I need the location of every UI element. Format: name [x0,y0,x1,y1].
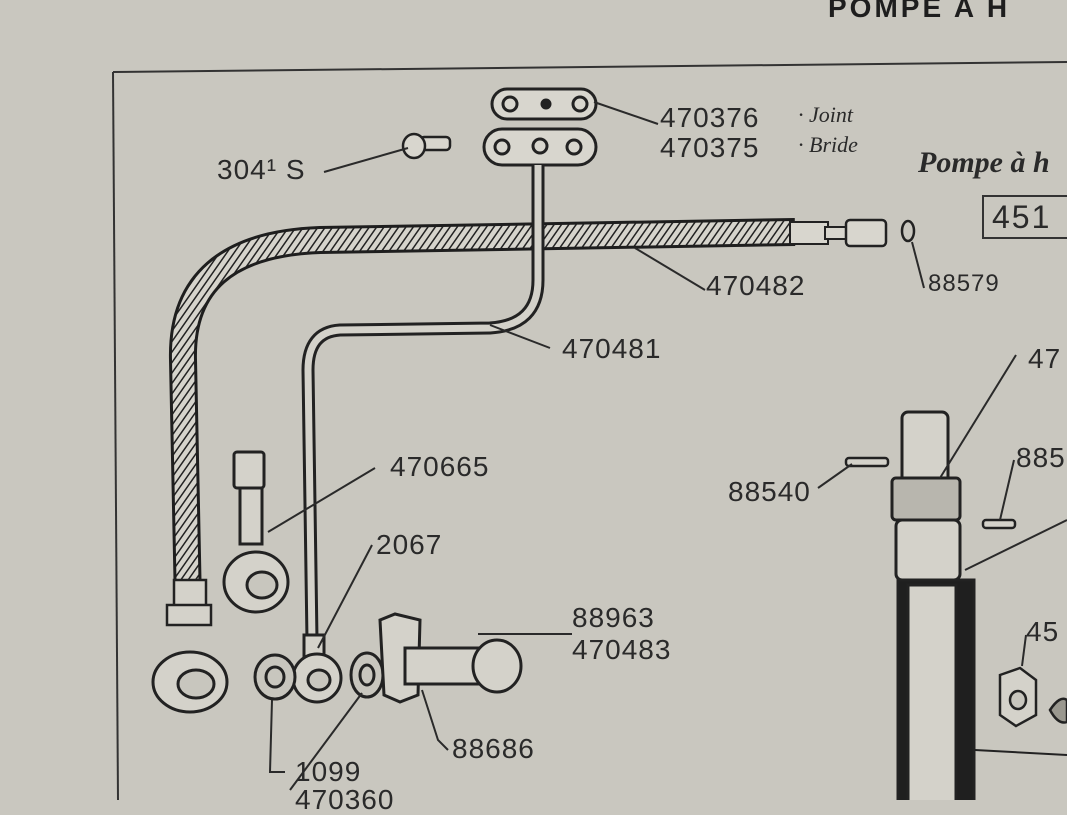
label-470375: 470375 [660,132,760,163]
label-88540: 88540 [728,476,811,507]
label-470483: 470483 [572,634,672,665]
braided-hose [151,218,916,714]
label-304s: 304¹ S [217,154,306,185]
clamp-plates [482,87,598,167]
frame-border [112,61,1067,800]
reference-box: 451 [982,195,1067,239]
label-470481: 470481 [562,333,662,364]
label-45-partial: 45 [1026,616,1060,647]
small-parts [844,456,1067,756]
washers [253,651,385,701]
label-470376: 470376 [660,102,760,133]
label-470360: 470360 [295,784,395,815]
page-header: POMPE A H [828,0,1011,23]
label-joint: · Joint [798,102,853,127]
label-470482: 470482 [706,270,806,301]
pump-shaft [890,410,976,800]
banjo-bolt [378,612,523,704]
label-470665: 470665 [390,451,490,482]
label-bride: · Bride [798,132,858,157]
leader-lines [267,101,1067,791]
label-88963: 88963 [572,602,655,633]
label-88686: 88686 [452,733,535,764]
banjo-fitting [222,450,290,614]
label-1099: 1099 [295,756,362,787]
label-88579: 88579 [928,270,1000,297]
pipe-banjo [291,633,343,704]
label-885-partial: 885 [1016,442,1066,473]
label-2067: 2067 [376,529,443,560]
pump-title: Pompe à h [918,146,1050,179]
label-47-partial: 47 [1028,343,1062,374]
screw-304s [401,132,452,160]
